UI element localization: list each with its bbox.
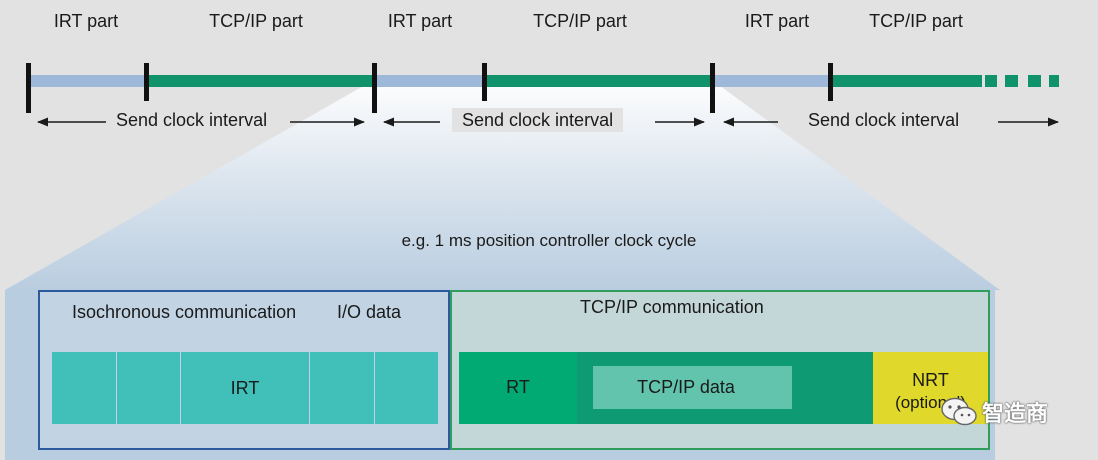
segment-label-tcp-1: TCP/IP part: [209, 11, 303, 31]
tcp-bar-dash-2: [1005, 75, 1018, 87]
zoom-funnel: [5, 80, 1000, 290]
tcp-bar-dash-3: [1028, 75, 1041, 87]
nrt-label: NRT: [912, 370, 949, 390]
wechat-icon: [941, 397, 977, 426]
tcp-bar-3: [830, 75, 982, 87]
cycle-caption: e.g. 1 ms position controller clock cycl…: [401, 231, 697, 250]
segment-label-irt-2: IRT part: [387, 11, 453, 31]
rt-cell-label: RT: [506, 377, 530, 397]
tick-minor-2: [482, 63, 487, 101]
tcp-bar-2: [485, 75, 713, 87]
send-clock-interval-label-1: Send clock interval: [106, 108, 278, 132]
tcp-data-label: TCP/IP data: [637, 377, 735, 397]
watermark-text: 智造商: [982, 402, 1049, 427]
tcp-bar-dash-1: [985, 75, 997, 87]
segment-label-irt-1: IRT part: [53, 11, 119, 31]
irt-bar-3: [713, 75, 830, 87]
tick-major-2: [372, 63, 377, 113]
tick-major-3: [710, 63, 715, 113]
irt-cell-1: [52, 352, 116, 424]
send-clock-interval-label-3: Send clock interval: [798, 108, 970, 132]
segment-label-irt-3: IRT part: [744, 11, 810, 31]
tcp-bar-dash-4: [1049, 75, 1059, 87]
irt-cell-3: [181, 352, 309, 424]
tcpip-title: TCP/IP communication: [580, 297, 764, 317]
irt-cell-5: [375, 352, 438, 424]
irt-bar-2: [374, 75, 485, 87]
tcp-data-cell: [593, 366, 792, 409]
io-data-title: I/O data: [337, 302, 402, 322]
tick-minor-3: [828, 63, 833, 101]
rt-cell: [459, 352, 577, 424]
segment-label-tcp-3: TCP/IP part: [869, 11, 963, 31]
watermark: 智造商: [940, 394, 1048, 430]
irt-cell-label: IRT: [230, 378, 260, 398]
isochronous-title: Isochronous communication: [72, 302, 297, 322]
irt-cell-4: [310, 352, 374, 424]
irt-bar-1: [28, 75, 146, 87]
irt-cell-2: [117, 352, 180, 424]
tick-minor-1: [144, 63, 149, 101]
segment-label-tcp-2: TCP/IP part: [533, 11, 627, 31]
tcp-bar-1: [146, 75, 374, 87]
tick-major-1: [26, 63, 31, 113]
send-clock-interval-label-2: Send clock interval: [452, 108, 624, 132]
